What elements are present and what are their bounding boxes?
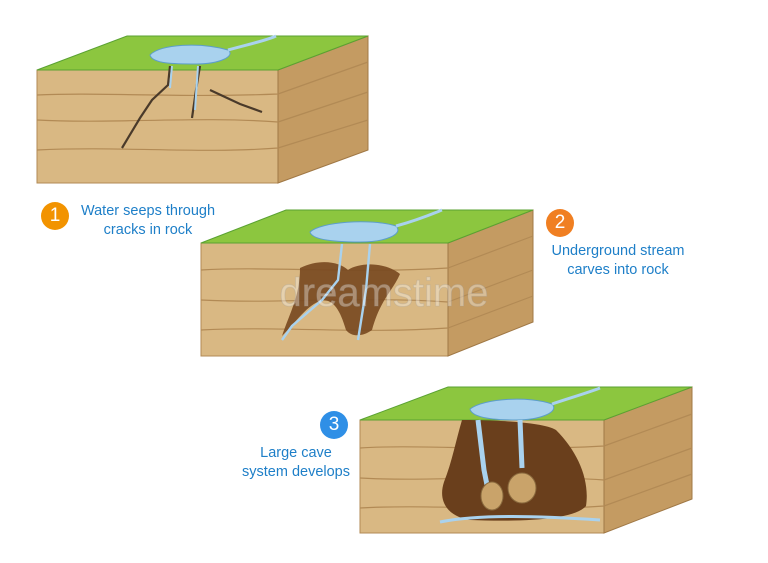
rock-block-stage-2	[200, 208, 534, 357]
rock-block-stage-3	[359, 386, 693, 534]
block-2-carved-channels	[282, 262, 400, 336]
block-1-water-seep	[169, 65, 199, 111]
step-1-number-badge: 1	[41, 202, 69, 230]
block-1-lake	[149, 44, 231, 65]
block-3-cave-floor-water	[439, 515, 601, 524]
rock-block-stage-1	[36, 34, 369, 184]
watermark-text: dreamstime	[280, 271, 489, 315]
block-3-stream	[551, 386, 601, 406]
block-3-boulder-right	[507, 472, 537, 504]
block-2-lake	[309, 221, 399, 243]
block-2-stream	[395, 208, 443, 228]
block-1-layer-lines	[36, 61, 369, 151]
block-1-stream	[227, 34, 277, 52]
block-3-large-cave	[442, 420, 587, 521]
step-2-caption: Underground stream carves into rock	[551, 243, 685, 278]
block-2-underground-water	[281, 243, 372, 341]
step-3-number-badge: 3	[320, 411, 348, 439]
block-1-front-face	[36, 69, 279, 184]
step-2-number-badge: 2	[546, 209, 574, 237]
block-3-boulder-left	[480, 481, 504, 511]
block-3-lake	[469, 398, 555, 421]
step-1-caption: Water seeps through cracks in rock	[80, 203, 216, 238]
step-3-caption: Large cave system develops	[242, 445, 350, 480]
